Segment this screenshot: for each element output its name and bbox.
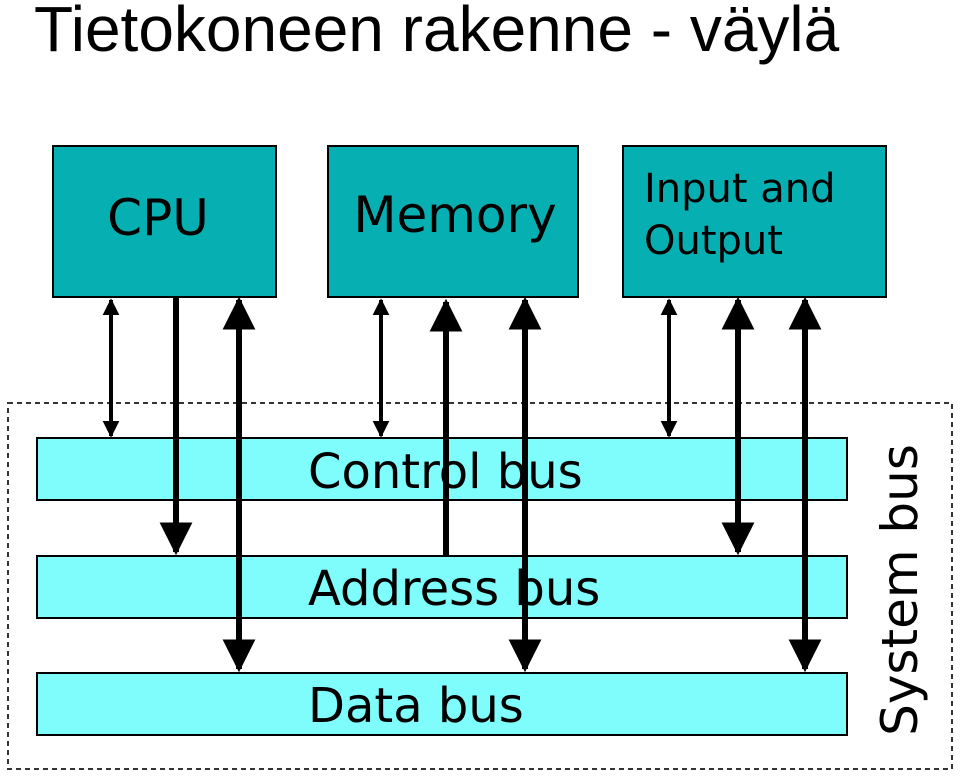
memory-label: Memory xyxy=(353,186,556,244)
io-label-line2: Output xyxy=(644,218,783,264)
cpu-label: CPU xyxy=(107,189,209,247)
data-bus-label: Data bus xyxy=(308,678,524,734)
page-title: Tietokoneen rakenne - väylä xyxy=(34,0,840,65)
control-bus-bar xyxy=(36,437,848,501)
io-label-line1: Input and xyxy=(644,166,836,212)
system-bus-label: System bus xyxy=(871,444,929,736)
cpu-box xyxy=(52,145,277,298)
system-bus-border xyxy=(7,402,953,770)
address-bus-label: Address bus xyxy=(308,561,600,617)
memory-box xyxy=(327,145,579,298)
control-bus-label: Control bus xyxy=(308,444,583,500)
address-bus-bar xyxy=(36,555,848,619)
io-box xyxy=(622,145,887,298)
data-bus-bar xyxy=(36,672,848,736)
